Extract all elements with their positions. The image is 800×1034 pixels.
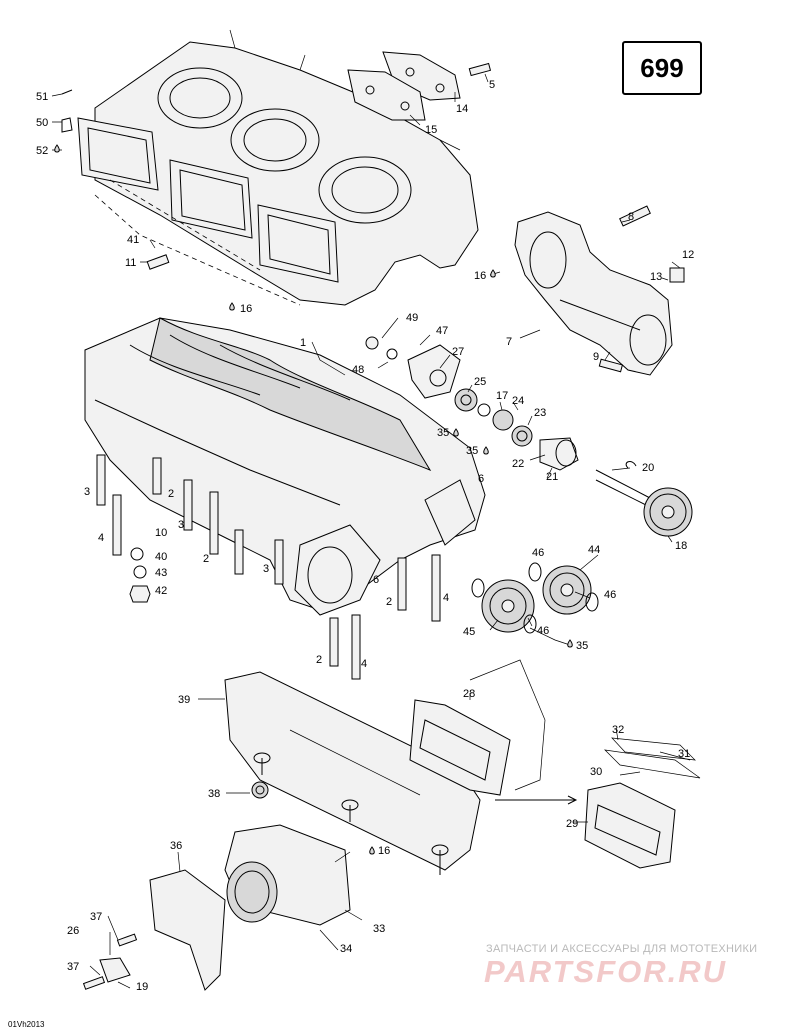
- callout-5: 5: [489, 79, 495, 91]
- callout-46-b: 46: [604, 589, 616, 601]
- callout-14: 14: [456, 103, 468, 115]
- callout-20: 20: [642, 462, 654, 474]
- callout-30: 30: [590, 766, 602, 778]
- callout-4-a: 4: [98, 532, 104, 544]
- callout-38: 38: [208, 788, 220, 800]
- callout-52: 52: [36, 145, 48, 157]
- callout-35-b: 35: [466, 445, 478, 457]
- callout-37-b: 37: [67, 961, 79, 973]
- callout-16-crankcase: 16: [240, 303, 252, 315]
- callout-16-bottom: 16: [378, 845, 390, 857]
- callout-33: 33: [373, 923, 385, 935]
- callout-42: 42: [155, 585, 167, 597]
- callout-46-c: 46: [537, 625, 549, 637]
- callout-7: 7: [506, 336, 512, 348]
- intake-manifold: [224, 671, 481, 875]
- callout-46-a: 46: [532, 547, 544, 559]
- leader-lines: [51, 73, 691, 989]
- diagram-reference: 01Vh2013: [8, 1020, 45, 1029]
- callout-4-c: 4: [361, 658, 367, 670]
- callout-1: 1: [300, 337, 306, 349]
- callout-34: 34: [340, 943, 352, 955]
- callout-15: 15: [425, 124, 437, 136]
- gasket-set: [347, 51, 461, 121]
- callout-29: 29: [566, 818, 578, 830]
- lower-crankcase: [84, 317, 486, 616]
- callout-50: 50: [36, 117, 48, 129]
- callout-13: 13: [650, 271, 662, 283]
- callout-48: 48: [352, 364, 364, 376]
- callout-4-b: 4: [443, 592, 449, 604]
- callout-21: 21: [546, 471, 558, 483]
- sealant-markers: [54, 144, 573, 855]
- callout-24: 24: [512, 395, 524, 407]
- callout-26: 26: [67, 925, 79, 937]
- callout-37-a: 37: [90, 911, 102, 923]
- watermark-logo: PARTSFOR.RU: [484, 954, 728, 989]
- callout-3-c: 3: [263, 563, 269, 575]
- callout-19: 19: [136, 981, 148, 993]
- callout-labels: 51 50 52 41 11 14 5 15 8 12 16 13 7 9 16…: [36, 79, 694, 993]
- callout-3-b: 3: [178, 519, 184, 531]
- callout-32: 32: [612, 724, 624, 736]
- callout-41: 41: [127, 234, 139, 246]
- callout-36: 36: [170, 840, 182, 852]
- callout-39: 39: [178, 694, 190, 706]
- gear-set: [471, 562, 599, 634]
- callout-31: 31: [678, 748, 690, 760]
- callout-11: 11: [125, 257, 136, 269]
- callout-45: 45: [463, 626, 475, 638]
- callout-47: 47: [436, 325, 448, 337]
- callout-9: 9: [593, 351, 599, 363]
- callout-10: 10: [155, 527, 167, 539]
- drive-shaft-gear: [595, 461, 693, 537]
- callout-2-c: 2: [386, 596, 392, 608]
- callout-16-top: 16: [474, 270, 486, 282]
- callout-40: 40: [155, 551, 167, 563]
- callout-25: 25: [474, 376, 486, 388]
- watermark-tagline: ЗАПЧАСТИ И АКСЕССУАРЫ ДЛЯ МОТОТЕХНИКИ: [486, 943, 758, 955]
- callout-2-a: 2: [168, 488, 174, 500]
- callout-22: 22: [512, 458, 524, 470]
- callout-35-a: 35: [437, 427, 449, 439]
- callout-28: 28: [463, 688, 475, 700]
- callout-43: 43: [155, 567, 167, 579]
- callout-6-b: 6: [373, 574, 379, 586]
- callout-18: 18: [675, 540, 687, 552]
- callout-49: 49: [406, 312, 418, 324]
- callout-12: 12: [682, 249, 694, 261]
- callout-2-b: 2: [203, 553, 209, 565]
- callout-3-a: 3: [84, 486, 90, 498]
- callout-6-a: 6: [478, 473, 484, 485]
- callout-2-d: 2: [316, 654, 322, 666]
- callout-44: 44: [588, 544, 600, 556]
- water-pump-assembly: [365, 336, 579, 471]
- reed-valve-blocks: [409, 659, 701, 869]
- callout-27: 27: [452, 346, 464, 358]
- page-number-box: 699: [622, 41, 702, 95]
- callout-23: 23: [534, 407, 546, 419]
- callout-8: 8: [628, 211, 634, 223]
- callout-17: 17: [496, 390, 508, 402]
- pump-cover: [514, 205, 685, 376]
- bolts-and-studs: [61, 62, 492, 680]
- carburetor-adaptor-bracket: [82, 781, 351, 991]
- callout-51: 51: [36, 91, 48, 103]
- callout-35-c: 35: [576, 640, 588, 652]
- page-number: 699: [640, 52, 684, 83]
